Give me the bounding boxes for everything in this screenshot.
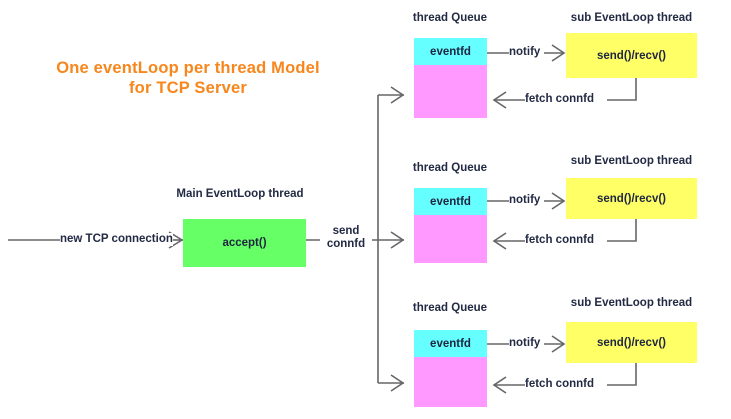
- queue-box-1[interactable]: [414, 65, 487, 118]
- thread-queue-label-2: thread Queue: [412, 162, 488, 174]
- sub-eventloop-label-2: sub EventLoop thread: [570, 155, 693, 167]
- notify-label-2: notify: [509, 194, 541, 207]
- notify-label-1: notify: [509, 46, 541, 59]
- accept-box[interactable]: accept(): [183, 219, 306, 267]
- notify-label-3: notify: [509, 337, 541, 350]
- eventfd-box-3[interactable]: eventfd: [414, 330, 487, 357]
- sub-eventloop-box-3[interactable]: send()/recv(): [566, 322, 697, 363]
- sub-eventloop-box-2[interactable]: send()/recv(): [566, 178, 697, 219]
- queue-box-2[interactable]: [414, 215, 487, 263]
- queue-box-3[interactable]: [414, 357, 487, 407]
- thread-queue-label-3: thread Queue: [412, 302, 488, 314]
- eventfd-box-2[interactable]: eventfd: [414, 188, 487, 215]
- sub-eventloop-box-1[interactable]: send()/recv(): [566, 33, 697, 78]
- title-line-1: One eventLoop per thread Model: [56, 59, 320, 77]
- eventfd-box-1[interactable]: eventfd: [414, 38, 487, 65]
- diagram-title: One eventLoop per thread Model for TCP S…: [28, 58, 348, 98]
- main-eventloop-label: Main EventLoop thread: [176, 188, 304, 200]
- fetch-arrowhead-3: [492, 376, 507, 394]
- notify-arrowhead-3: [551, 335, 566, 353]
- title-line-2: for TCP Server: [128, 79, 248, 97]
- branch-1-arrowhead: [390, 86, 405, 104]
- notify-arrowhead-1: [551, 44, 566, 62]
- send-connfd-line-1: send: [332, 225, 360, 237]
- sub-eventloop-label-3: sub EventLoop thread: [570, 297, 693, 309]
- fetch-connfd-label-3: fetch connfd: [525, 378, 594, 391]
- fetch-connfd-label-1: fetch connfd: [525, 93, 594, 106]
- fetch-line-3: [607, 363, 637, 386]
- new-tcp-connection-label: new TCP connection: [60, 233, 173, 246]
- branch-2-arrowhead: [390, 231, 405, 249]
- fetch-connfd-label-2: fetch connfd: [525, 234, 594, 247]
- sub-eventloop-label-1: sub EventLoop thread: [570, 12, 693, 24]
- branch-3-arrowhead: [390, 374, 405, 392]
- send-connfd-line-2: connfd: [326, 238, 366, 250]
- fetch-arrowhead-1: [492, 91, 507, 109]
- thread-queue-label-1: thread Queue: [412, 12, 488, 24]
- send-connfd-label: send connfd: [320, 225, 372, 251]
- fetch-line-1: [607, 78, 637, 101]
- fetch-line-2: [607, 219, 637, 242]
- fetch-arrowhead-2: [492, 232, 507, 250]
- notify-arrowhead-2: [551, 192, 566, 210]
